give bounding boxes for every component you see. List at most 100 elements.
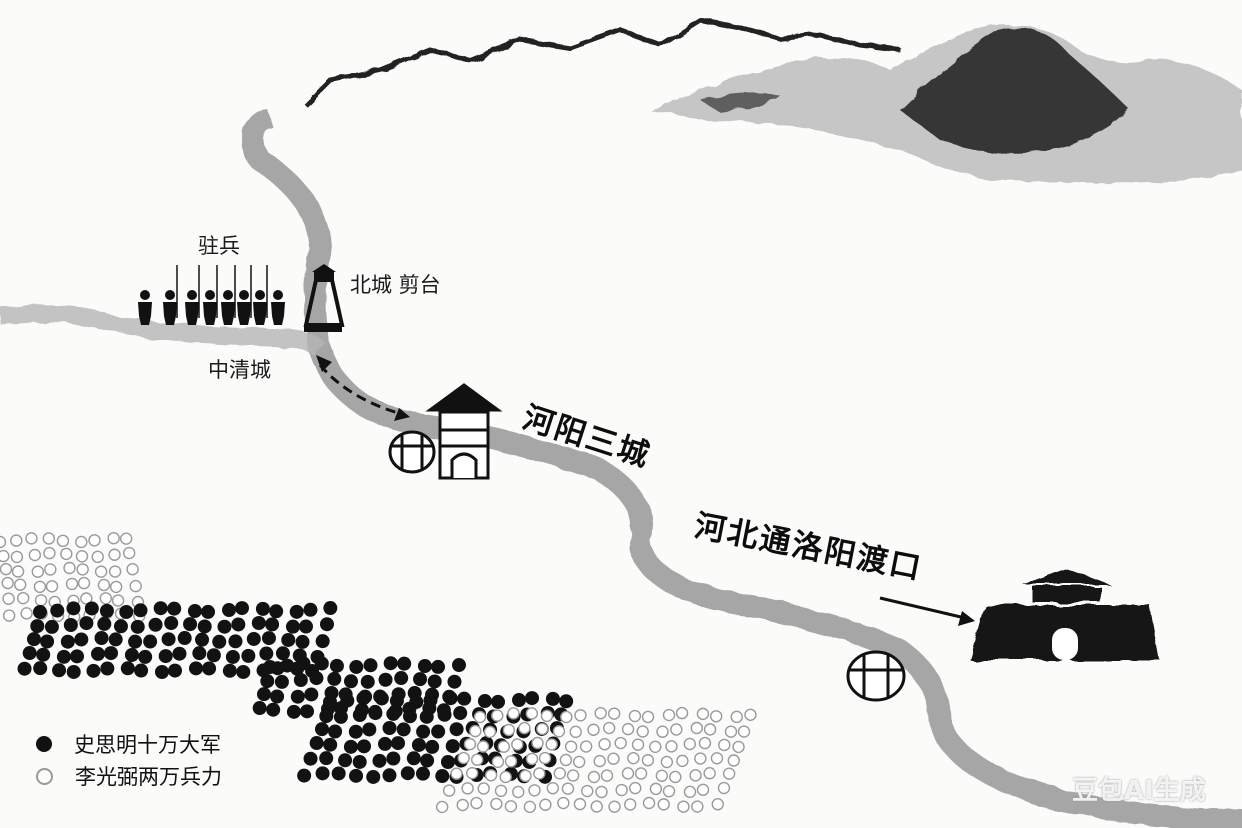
soldier-mark [722,767,736,780]
soldier-mark [406,751,421,766]
soldier-mark [533,767,546,780]
soldier-mark [63,618,78,633]
soldier-mark [124,647,139,662]
soldier-mark [63,561,76,575]
soldier-mark [164,616,179,631]
soldier-mark [443,691,458,706]
soldier-mark [600,769,614,782]
soldier-mark [153,601,168,616]
soldier-mark [386,706,401,721]
army-formations [0,531,757,814]
soldier-mark [111,594,125,607]
soldier-mark [615,783,628,797]
soldier-mark [10,550,24,564]
soldier-mark [70,649,85,664]
soldier-mark [579,740,593,753]
soldier-mark [507,707,520,720]
soldier-mark [274,674,289,689]
soldier-mark [389,693,404,708]
soldier-mark [109,580,123,594]
soldier-mark [730,710,743,724]
soldier-mark [259,646,274,661]
soldier-mark [477,694,492,709]
soldier-mark [314,656,329,671]
soldier-mark [50,603,65,618]
soldier-mark [183,617,198,632]
soldier-mark [409,694,424,709]
soldier-mark [629,781,642,795]
soldier-mark [449,722,464,737]
soldier-mark [662,708,676,722]
soldier-mark [30,619,45,634]
soldier-mark [333,709,348,724]
soldier-mark [473,710,487,724]
soldier-mark [382,768,397,783]
soldier-mark [718,738,731,752]
soldier-mark [525,707,539,720]
soldier-mark [564,740,578,753]
soldier-mark [314,722,329,737]
soldier-mark [491,709,504,722]
soldier-mark [260,674,275,689]
soldier-mark [42,532,56,545]
soldier-mark [417,659,432,674]
soldier-mark [445,739,460,754]
soldier-mark [143,634,158,649]
soldier-mark [744,708,757,721]
soldier-mark [574,709,587,722]
soldier-mark [504,755,518,768]
soldier-mark [285,619,300,634]
soldier-mark [476,740,490,753]
soldier-icon [271,290,285,325]
soldier-mark [327,671,342,686]
soldier-mark [0,562,13,576]
soldier-mark [525,752,539,766]
soldier-mark [296,656,311,671]
soldier-mark [642,796,656,810]
soldier-mark [0,535,7,549]
soldier-mark [100,661,115,676]
watchtower-icon [303,264,345,332]
soldier-mark [128,634,143,649]
soldier-mark [60,547,73,561]
soldier-mark [252,701,267,716]
soldier-mark [382,721,397,736]
soldier-mark [416,724,431,739]
soldier-icon [253,265,268,325]
soldier-mark [138,649,153,664]
soldier-mark [323,695,337,709]
soldier-mark [60,634,75,649]
soldier-mark [286,704,301,719]
soldier-mark [94,565,108,578]
soldier-mark [168,663,183,678]
soldier-mark [88,534,101,547]
soldier-mark [383,656,398,671]
soldier-icon [237,265,252,325]
soldier-mark [425,739,440,754]
soldier-mark [236,664,251,679]
soldier-mark [631,738,645,751]
soldier-mark [636,725,649,738]
soldier-mark [195,632,210,647]
soldier-mark [66,601,81,616]
filled-circle-icon [36,736,52,752]
soldier-mark [545,738,558,751]
soldier-mark [621,767,635,780]
soldier-mark [329,658,344,673]
soldier-mark [221,603,236,618]
soldier-mark [545,691,560,706]
soldier-mark [90,646,105,661]
soldier-mark [113,619,128,634]
soldier-mark [161,632,176,647]
soldier-mark [97,616,112,631]
soldier-mark [56,649,71,664]
soldier-mark [451,658,466,673]
soldier-mark [378,672,393,687]
soldier-mark [352,754,367,769]
arrowhead-icon [394,408,410,421]
soldier-mark [108,548,121,561]
soldier-mark [470,796,483,810]
soldier-mark [319,617,334,632]
soldier-mark [323,601,338,616]
